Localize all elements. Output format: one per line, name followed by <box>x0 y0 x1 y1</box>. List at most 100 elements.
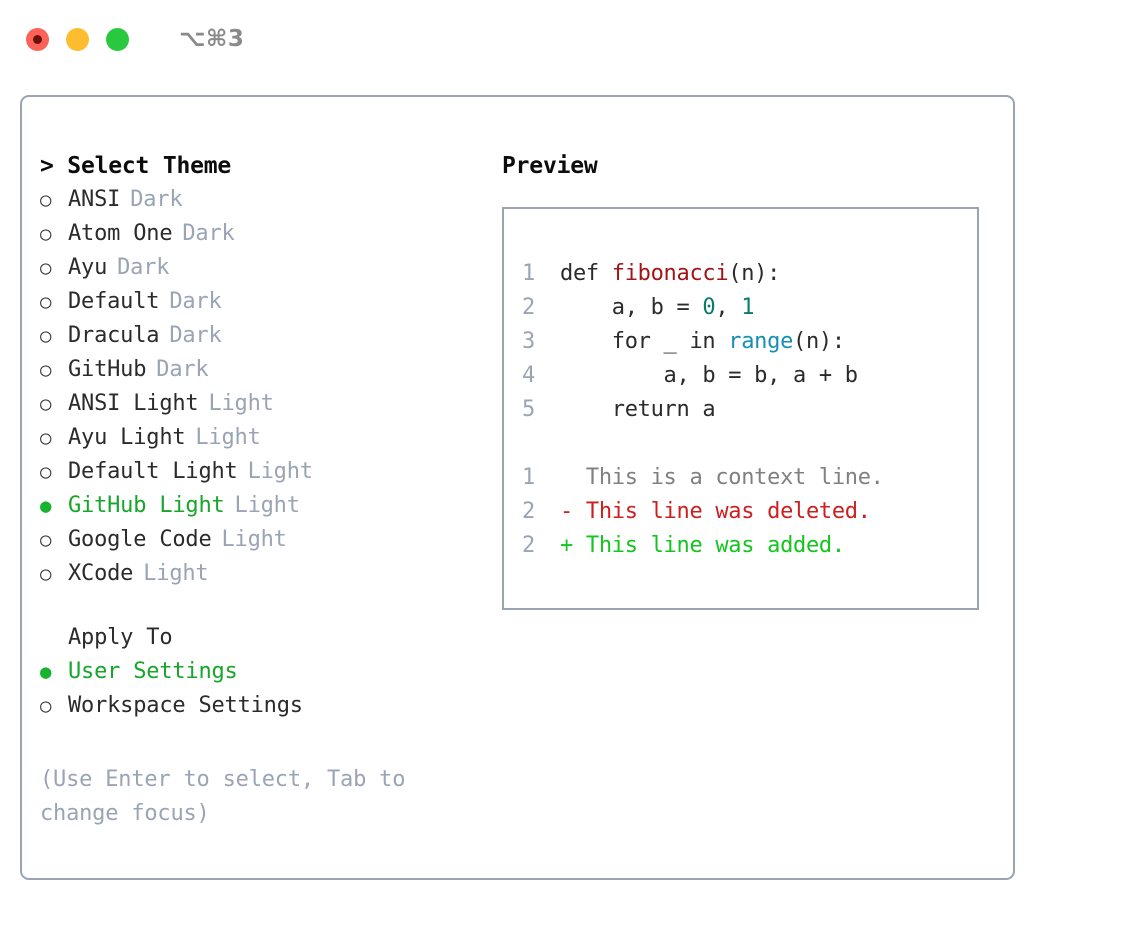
theme-option-label: Google Code <box>68 527 212 552</box>
code-token-plain: a, b = b, a + b <box>560 363 859 388</box>
diff-line-del: 2 - This line was deleted. <box>504 495 977 529</box>
radio-unselected-icon: ○ <box>40 257 52 279</box>
radio-unselected-icon: ○ <box>40 427 52 449</box>
theme-variant-tag: Dark <box>156 357 209 382</box>
line-number: 1 <box>522 465 535 490</box>
code-line-text: a, b = b, a + b <box>560 359 859 393</box>
theme-option-ansi-light[interactable]: ○ ANSI Light Light <box>40 387 502 421</box>
theme-option-label: ANSI <box>68 187 121 212</box>
code-token-plain: (n): <box>793 329 845 354</box>
theme-option-label: Ayu Light <box>68 425 186 450</box>
theme-option-label: GitHub Light <box>68 493 225 518</box>
line-number: 4 <box>522 363 535 388</box>
radio-unselected-icon: ○ <box>40 563 52 585</box>
radio-unselected-icon: ○ <box>40 529 52 551</box>
select-theme-header: > Select Theme <box>40 153 232 179</box>
line-number: 3 <box>522 329 535 354</box>
apply-to-option-user-settings[interactable]: ● User Settings <box>40 655 502 689</box>
diff-line-ctx: 1 This is a context line. <box>504 461 977 495</box>
line-number: 1 <box>522 261 535 286</box>
theme-variant-tag: Light <box>195 425 261 450</box>
theme-variant-tag: Light <box>208 391 274 416</box>
code-line: 1 def fibonacci(n): <box>504 257 977 291</box>
radio-unselected-icon: ○ <box>40 223 52 245</box>
line-number: 2 <box>522 295 535 320</box>
code-token-num: 0 <box>702 295 716 320</box>
code-token-plain: , <box>715 295 742 320</box>
diff-sample: 1 This is a context line. 2 - This line wa… <box>504 461 977 563</box>
theme-variant-tag: Dark <box>169 289 222 314</box>
code-line-text: for _ in range(n): <box>560 325 845 359</box>
code-line: 5 return a <box>504 393 977 427</box>
apply-to-header: Apply To <box>68 625 173 650</box>
code-token-plain: return a <box>560 397 716 422</box>
theme-option-label: XCode <box>68 561 134 586</box>
keyboard-hint: (Use Enter to select, Tab to change focu… <box>40 767 406 826</box>
minimize-button[interactable] <box>66 27 89 51</box>
code-token-num: 1 <box>741 295 755 320</box>
theme-variant-tag: Light <box>221 527 287 552</box>
theme-variant-tag: Dark <box>130 187 183 212</box>
theme-variant-tag: Dark <box>117 255 170 280</box>
code-token-plain: (n): <box>728 261 781 286</box>
theme-variant-tag: Light <box>234 493 300 518</box>
theme-variant-tag: Dark <box>182 221 235 246</box>
code-line-text: return a <box>560 393 716 427</box>
code-line-text: def fibonacci(n): <box>560 257 780 291</box>
theme-option-label: Atom One <box>68 221 173 246</box>
apply-to-option-label: User Settings <box>68 659 238 684</box>
code-token-call: range <box>728 329 794 354</box>
theme-variant-tag: Light <box>143 561 209 586</box>
theme-option-ansi[interactable]: ○ ANSI Dark <box>40 183 502 217</box>
theme-option-ayu-light[interactable]: ○ Ayu Light Light <box>40 421 502 455</box>
line-number: 2 <box>522 533 535 558</box>
code-line: 4 a, b = b, a + b <box>504 359 977 393</box>
code-token-fn: fibonacci <box>611 261 729 286</box>
code-token-plain: for _ in <box>560 329 729 354</box>
apply-to-list[interactable]: ● User Settings ○Workspace Settings <box>40 655 502 723</box>
diff-line-text: + This line was added. <box>560 533 845 558</box>
theme-option-google-code[interactable]: ○ Google Code Light <box>40 523 502 557</box>
apply-to-option-workspace-settings[interactable]: ○Workspace Settings <box>40 689 502 723</box>
theme-variant-tag: Dark <box>169 323 222 348</box>
diff-line-text: This is a context line. <box>560 465 884 490</box>
radio-unselected-icon: ○ <box>40 695 52 717</box>
code-line: 2 a, b = 0, 1 <box>504 291 977 325</box>
line-number: 5 <box>522 397 535 422</box>
theme-option-github-light[interactable]: ● GitHub Light Light <box>40 489 502 523</box>
radio-unselected-icon: ○ <box>40 325 52 347</box>
radio-unselected-icon: ○ <box>40 359 52 381</box>
code-token-plain: def <box>560 261 612 286</box>
line-number: 2 <box>522 499 535 524</box>
theme-option-atom-one[interactable]: ○ Atom One Dark <box>40 217 502 251</box>
radio-unselected-icon: ○ <box>40 291 52 313</box>
code-line: 3 for _ in range(n): <box>504 325 977 359</box>
diff-line-text: - This line was deleted. <box>560 499 871 524</box>
radio-selected-icon: ● <box>40 495 52 517</box>
theme-option-label: Default Light <box>68 459 238 484</box>
radio-unselected-icon: ○ <box>40 189 52 211</box>
theme-option-label: ANSI Light <box>68 391 199 416</box>
title-bar: ⌥⌘3 <box>0 0 1140 78</box>
preview-header: Preview <box>502 153 598 179</box>
radio-unselected-icon: ○ <box>40 393 52 415</box>
theme-option-xcode[interactable]: ○ XCode Light <box>40 557 502 591</box>
code-token-plain: a, b = <box>560 295 703 320</box>
code-line-text: a, b = 0, 1 <box>560 291 755 325</box>
maximize-button[interactable] <box>106 27 129 51</box>
close-button[interactable] <box>26 27 49 51</box>
theme-variant-tag: Light <box>247 459 313 484</box>
window-title: ⌥⌘3 <box>179 26 245 52</box>
radio-selected-icon: ● <box>40 661 52 683</box>
diff-line-add: 2 + This line was added. <box>504 529 977 563</box>
